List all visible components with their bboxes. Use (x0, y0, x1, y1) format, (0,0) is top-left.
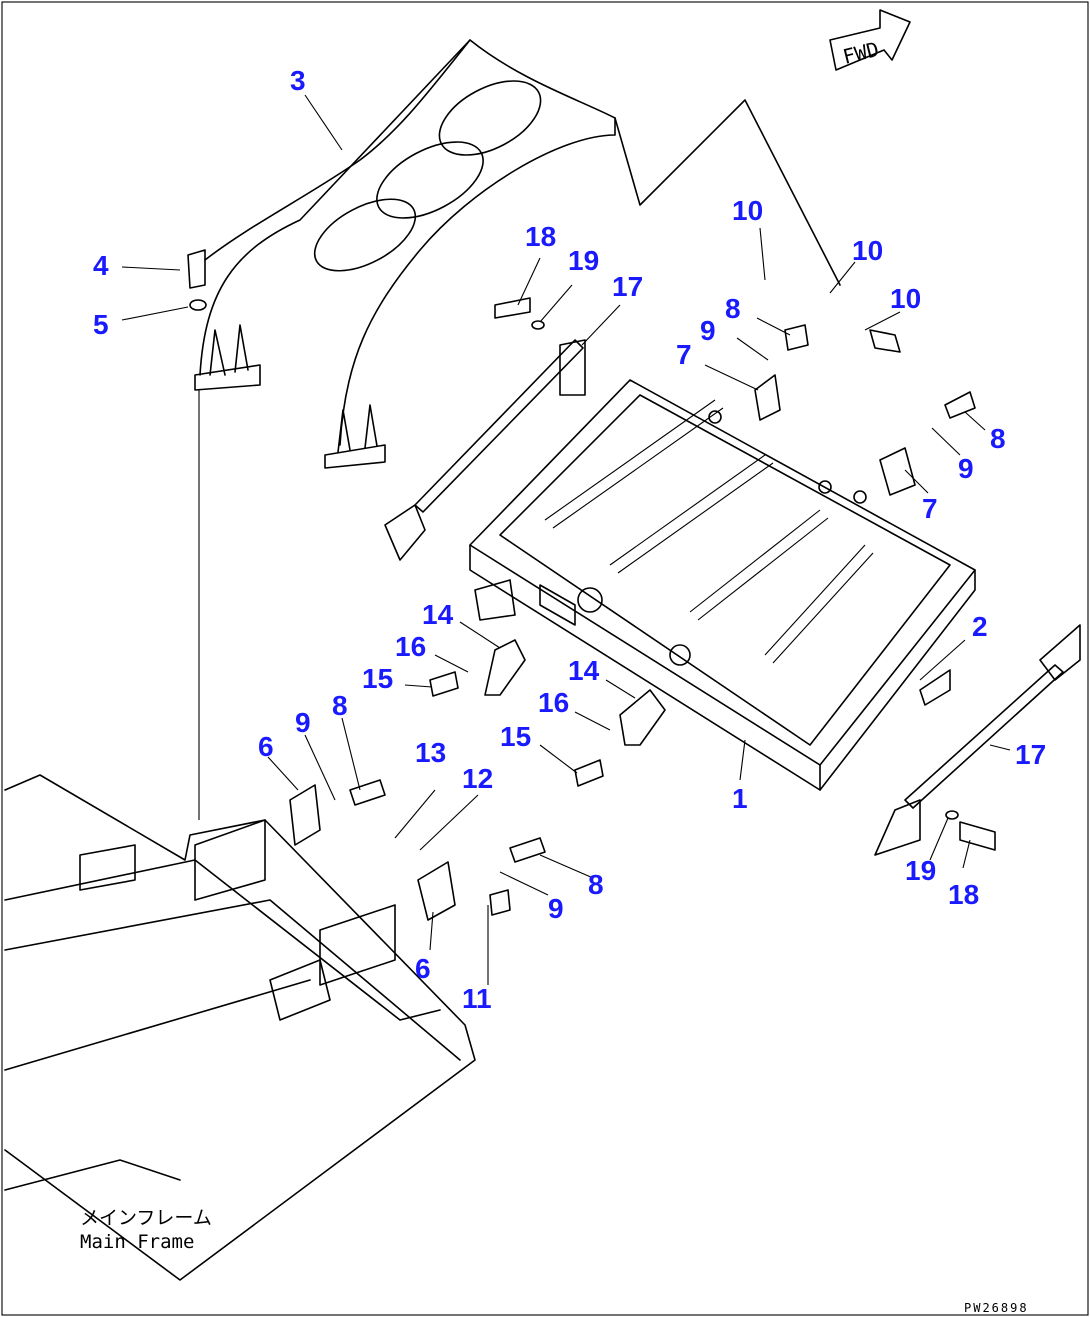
callout-5: 5 (93, 309, 109, 340)
pin-part-11 (489, 889, 511, 916)
callout-8-right: 8 (588, 869, 604, 900)
bolt-part-15-right (574, 759, 604, 787)
callout-14-left: 14 (422, 599, 454, 630)
callout-17-upper: 17 (612, 271, 643, 302)
box-part-1 (469, 379, 976, 791)
callout-7-lower: 7 (922, 493, 938, 524)
callout-10-b: 10 (852, 235, 883, 266)
fwd-arrow-icon: FWD (829, 9, 911, 71)
bracket-part-6-right (417, 861, 456, 921)
rod-part-17-upper (384, 339, 586, 561)
callout-9-upper: 9 (700, 315, 716, 346)
bolt-part-10 (869, 329, 901, 353)
washer-part-19-upper (531, 320, 545, 330)
callout-16-left: 16 (395, 631, 426, 662)
cover-part-3 (194, 39, 841, 469)
drawing-code: PW26898 (964, 1301, 1029, 1315)
callout-8-left: 8 (332, 690, 348, 721)
callout-6-right: 6 (415, 953, 431, 984)
callout-2: 2 (972, 611, 988, 642)
bolt-part-8-far (944, 391, 976, 419)
bolt-part-8-left (349, 779, 386, 806)
callout-7-upper: 7 (676, 339, 692, 370)
callout-17-lower: 17 (1015, 739, 1046, 770)
callout-15-left: 15 (362, 663, 393, 694)
leader-lines (121, 94, 1011, 985)
callout-6-left: 6 (258, 731, 274, 762)
callout-19-upper: 19 (568, 245, 599, 276)
callout-8-upper: 8 (725, 293, 741, 324)
callout-3: 3 (290, 65, 306, 96)
callout-12: 12 (462, 763, 493, 794)
callout-15-right: 15 (500, 721, 531, 752)
washer-part-5 (189, 299, 207, 311)
main-frame-caption-jp: メインフレーム (80, 1207, 212, 1229)
bracket-part-7-upper (754, 374, 781, 421)
callout-16-right: 16 (538, 687, 569, 718)
callout-9-right: 9 (548, 893, 564, 924)
bracket-part-14-right (619, 689, 666, 746)
callout-14-right: 14 (568, 655, 600, 686)
callout-10-a: 10 (732, 195, 763, 226)
bracket-part-14-left (484, 639, 526, 696)
bracket-part-7-lower (879, 447, 916, 496)
callout-9-far: 9 (958, 453, 974, 484)
callout-9-left: 9 (295, 707, 311, 738)
callout-13: 13 (415, 737, 446, 768)
callout-4: 4 (93, 250, 109, 281)
bolt-part-15-left (429, 671, 459, 697)
bolt-part-8-upper (784, 324, 809, 351)
callout-18-lower: 18 (948, 879, 979, 910)
callout-11: 11 (462, 983, 492, 1014)
callout-10-c: 10 (890, 283, 921, 314)
callout-18-upper: 18 (525, 221, 556, 252)
bolt-part-4 (187, 249, 206, 289)
callouts: 1 2 3 4 5 6 6 7 7 8 8 8 8 9 9 9 9 10 10 … (93, 65, 1046, 1014)
bolt-part-18-lower (959, 821, 996, 851)
callout-8-far: 8 (990, 423, 1006, 454)
callout-19-lower: 19 (905, 855, 936, 886)
rod-part-17-lower (874, 624, 1081, 856)
bolt-part-8-right (509, 837, 546, 863)
fwd-label: FWD (840, 37, 881, 69)
washer-part-19-lower (945, 810, 959, 820)
callout-1: 1 (732, 783, 748, 814)
main-frame-caption-en: Main Frame (80, 1231, 194, 1253)
bracket-part-6-left (289, 784, 321, 846)
bolt-part-18-upper (494, 297, 531, 319)
main-frame (4, 774, 476, 1281)
